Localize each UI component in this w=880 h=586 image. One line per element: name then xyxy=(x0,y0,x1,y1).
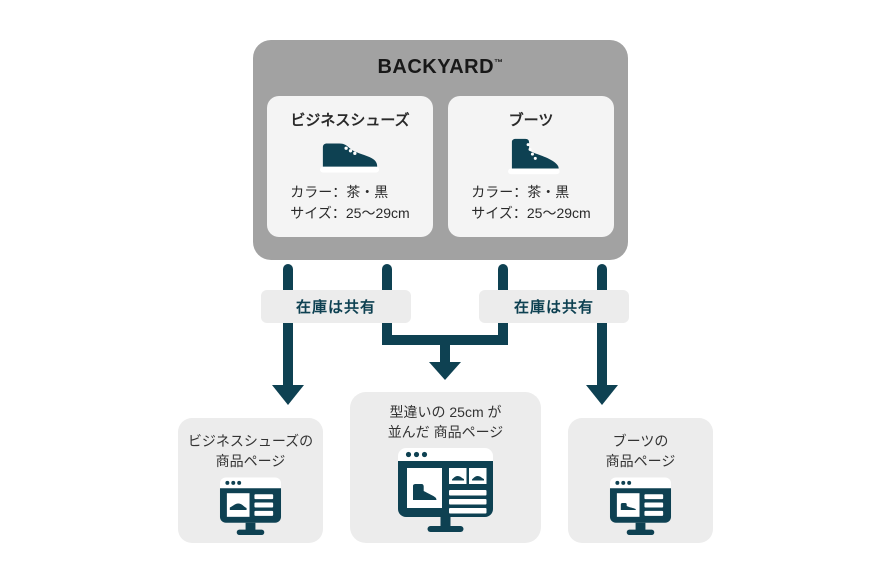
shared-stock-label-right: 在庫は共有 xyxy=(479,290,629,323)
product-card-boots: ブーツ カラー：茶・黒 サイズ：25〜29cm xyxy=(448,96,614,237)
page-title-line2: 商品ページ xyxy=(215,453,286,469)
monitor-product-page-icon xyxy=(568,476,713,536)
page-title-line2: 商品ページ xyxy=(605,453,676,469)
page-title-line1: ビジネスシューズの xyxy=(187,433,314,449)
backyard-platform-box: BACKYARD™ ビジネスシューズ カラー：茶・黒 サイズ：25〜29cm xyxy=(253,40,628,260)
business-shoe-icon xyxy=(267,135,433,179)
product-card-business-shoes: ビジネスシューズ カラー：茶・黒 サイズ：25〜29cm xyxy=(267,96,433,237)
arrowhead-right xyxy=(586,385,618,405)
product-specs: カラー：茶・黒 サイズ：25〜29cm xyxy=(471,182,590,224)
platform-title-text: BACKYARD xyxy=(377,56,495,78)
product-name: ブーツ xyxy=(508,112,554,129)
connector-merge-bracket xyxy=(382,335,508,345)
connector-line-business-to-own-page xyxy=(283,264,293,385)
trademark-symbol: ™ xyxy=(494,57,504,68)
product-color-spec: カラー：茶・黒 xyxy=(471,184,570,200)
page-title-line2: 並んだ 商品ページ xyxy=(387,424,504,440)
product-size-spec: サイズ：25〜29cm xyxy=(471,205,591,221)
page-title: ビジネスシューズの 商品ページ xyxy=(178,431,323,471)
page-box-boots: ブーツの 商品ページ xyxy=(568,418,713,543)
arrowhead-left xyxy=(272,385,304,405)
product-name: ビジネスシューズ xyxy=(290,112,410,129)
platform-title: BACKYARD™ xyxy=(253,56,628,79)
monitor-combined-page-icon xyxy=(350,447,541,533)
page-box-combined: 型違いの 25cm が 並んだ 商品ページ xyxy=(350,392,541,543)
product-size-spec: サイズ：25〜29cm xyxy=(290,205,410,221)
arrowhead-center xyxy=(429,362,461,380)
connector-line-merged xyxy=(440,344,450,363)
page-title-line1: ブーツの xyxy=(612,433,669,449)
page-title: 型違いの 25cm が 並んだ 商品ページ xyxy=(350,402,541,442)
page-title: ブーツの 商品ページ xyxy=(568,431,713,471)
boot-icon xyxy=(448,135,614,179)
product-specs: カラー：茶・黒 サイズ：25〜29cm xyxy=(290,182,409,224)
product-color-spec: カラー：茶・黒 xyxy=(290,184,389,200)
monitor-product-page-icon xyxy=(178,476,323,536)
shared-stock-label-left: 在庫は共有 xyxy=(261,290,411,323)
page-box-business-shoes: ビジネスシューズの 商品ページ xyxy=(178,418,323,543)
page-title-line1: 型違いの 25cm が xyxy=(389,404,502,420)
connector-line-boots-to-own-page xyxy=(597,264,607,385)
